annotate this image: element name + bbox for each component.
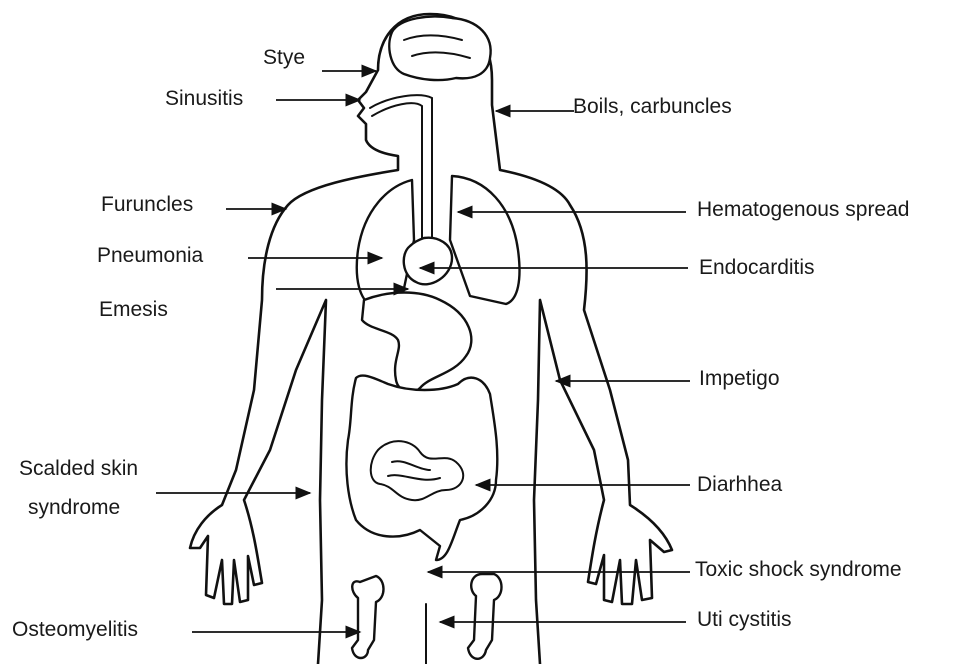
label-tss: Toxic shock syndrome [695, 557, 902, 583]
label-osteomyelitis: Osteomyelitis [12, 617, 138, 643]
heart [404, 238, 452, 285]
label-emesis: Emesis [99, 297, 168, 323]
label-endocarditis: Endocarditis [699, 255, 815, 281]
label-pneumonia: Pneumonia [97, 243, 203, 269]
label-scalded-line1: Scalded skin [19, 456, 138, 482]
label-boils: Boils, carbuncles [573, 94, 732, 120]
right-lung [450, 176, 520, 304]
label-diarrhea: Diarhhea [697, 472, 782, 498]
stomach [362, 293, 471, 393]
label-stye: Stye [263, 45, 305, 71]
right-femur [468, 574, 502, 659]
brain [389, 17, 490, 81]
label-impetigo: Impetigo [699, 366, 780, 392]
left-femur [352, 576, 384, 658]
label-sinusitis: Sinusitis [165, 86, 243, 112]
label-hematogenous: Hematogenous spread [697, 197, 909, 223]
left-lung [357, 180, 414, 306]
label-uti: Uti cystitis [697, 607, 792, 633]
label-furuncles: Furuncles [101, 192, 193, 218]
label-scalded-line2: syndrome [28, 495, 120, 521]
